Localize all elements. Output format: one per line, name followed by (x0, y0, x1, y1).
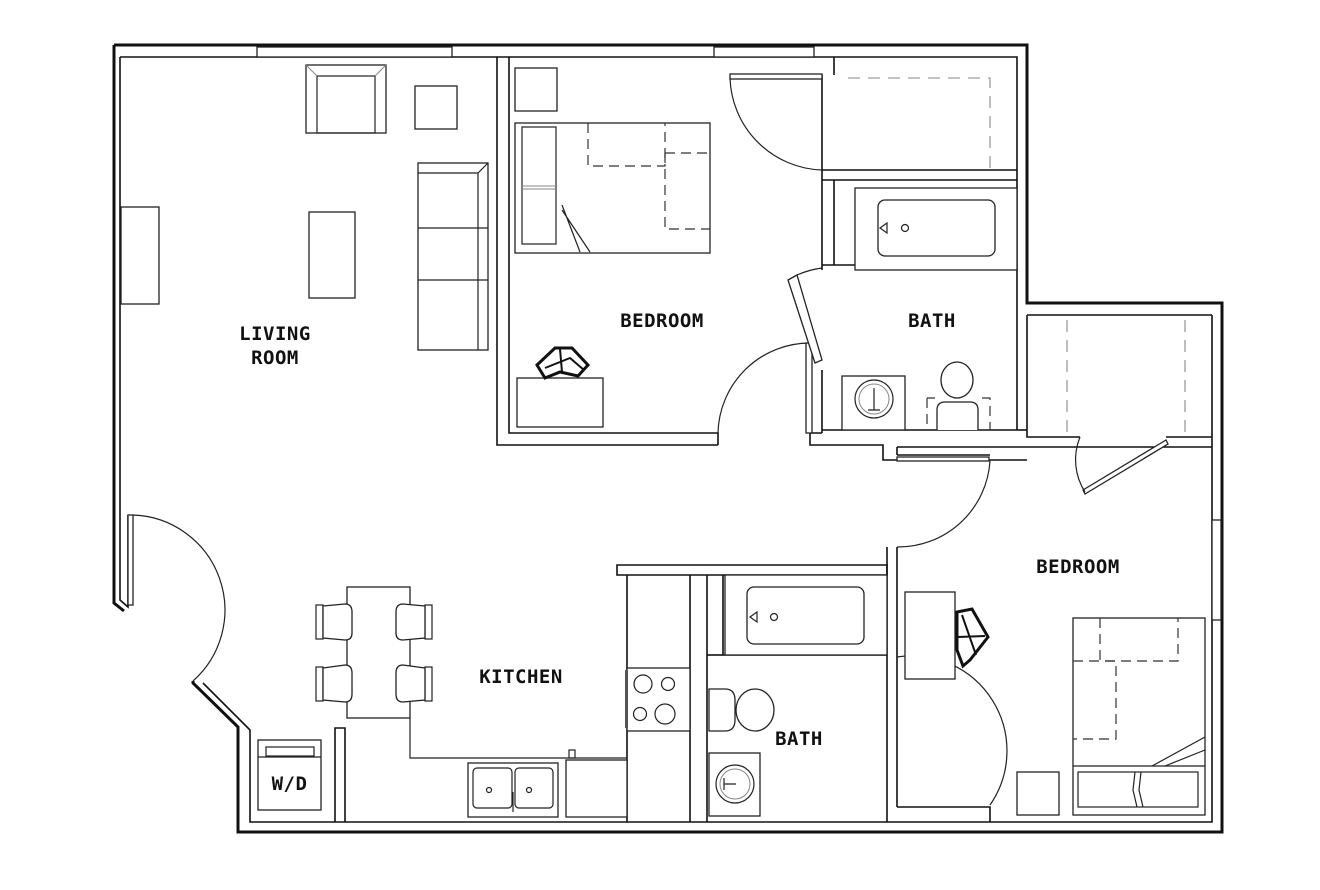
room-label-bath-1: BATH (908, 310, 956, 332)
side-table (414, 85, 458, 130)
coffee-table (308, 211, 356, 299)
room-label-bedroom-1: BEDROOM (620, 310, 704, 332)
chair (395, 664, 433, 703)
chair (395, 603, 433, 641)
washer-dryer (257, 739, 322, 811)
bath-2-fixtures (708, 574, 888, 817)
living-room-furniture (120, 64, 489, 351)
tv-console (120, 206, 160, 305)
chair (315, 603, 353, 641)
sofa (417, 162, 489, 351)
bedroom-2-furniture (904, 320, 1206, 816)
room-label-living-room: LIVING ROOM (239, 323, 311, 369)
doors (127, 73, 1169, 806)
bedroom-1-furniture (514, 67, 711, 428)
chair (315, 664, 353, 703)
exterior-walls (112, 43, 1224, 834)
armchair (305, 64, 387, 134)
room-label-kitchen: KITCHEN (479, 666, 563, 688)
room-label-bedroom-2: BEDROOM (1036, 556, 1120, 578)
dishwasher (565, 759, 628, 818)
kitchen-fixtures (315, 586, 691, 818)
room-label-laundry: W/D (271, 773, 308, 795)
bath-1-fixtures (841, 77, 1018, 431)
room-label-bath-2: BATH (775, 728, 823, 750)
